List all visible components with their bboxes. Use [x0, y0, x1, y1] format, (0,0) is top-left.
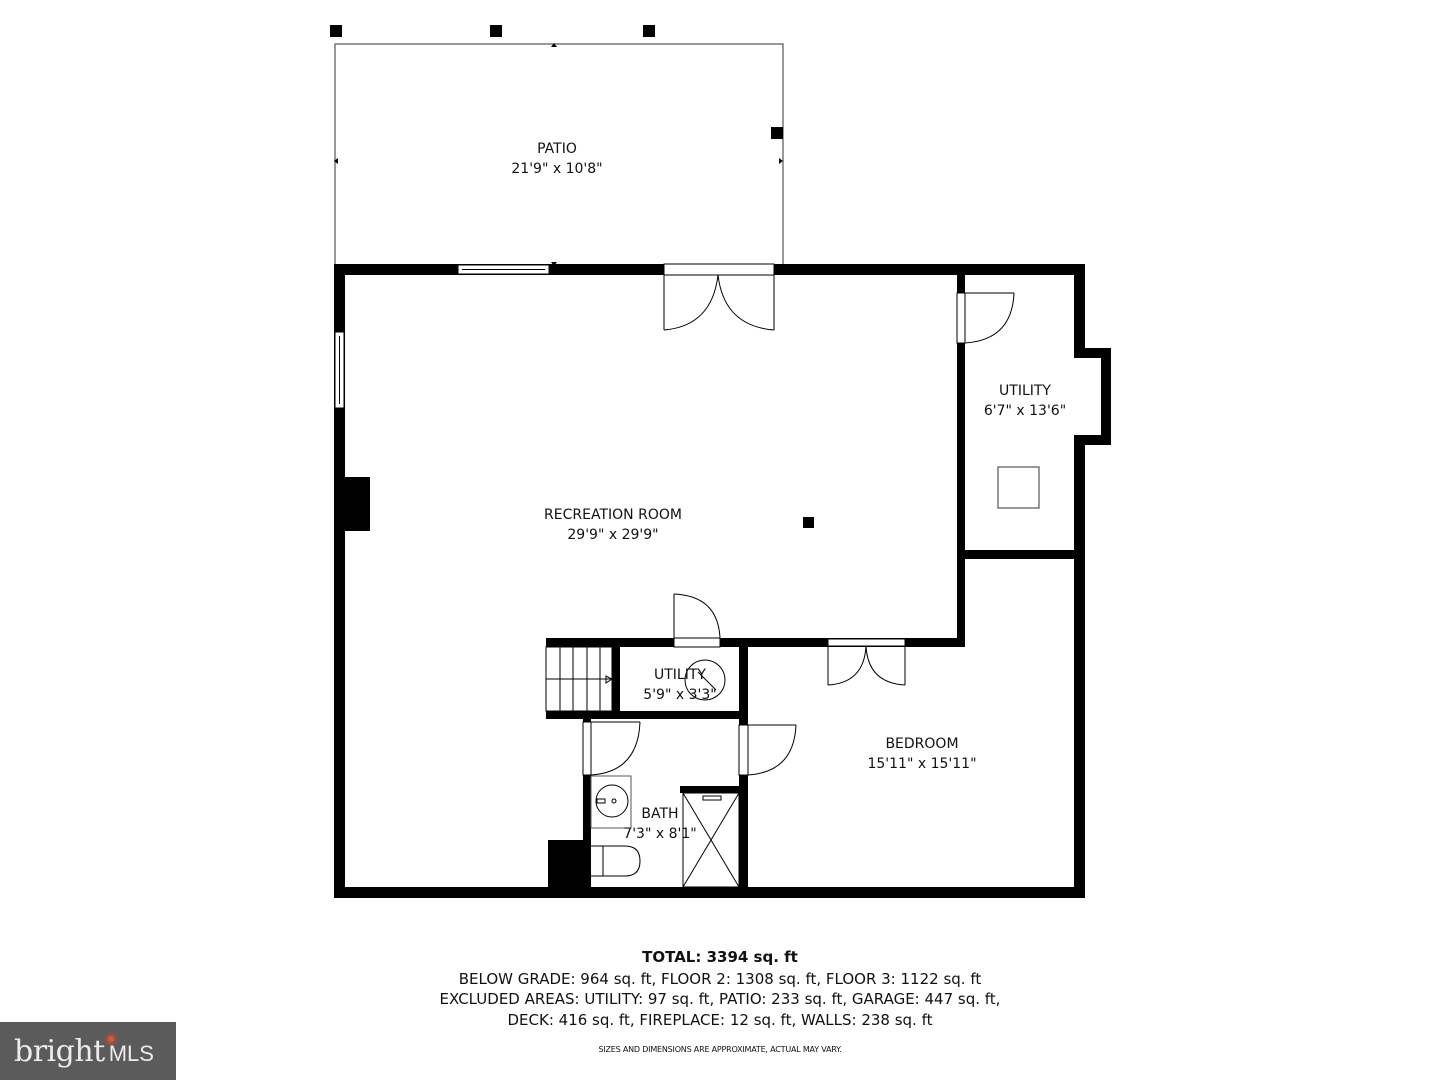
- exterior-walls: [334, 264, 1111, 898]
- room-name: BATH: [641, 806, 679, 822]
- room-name: PATIO: [537, 141, 577, 157]
- floor-areas: BELOW GRADE: 964 sq. ft, FLOOR 2: 1308 s…: [458, 970, 982, 988]
- utility-large-walls: [957, 264, 1085, 645]
- room-dimensions: 29'9" x 29'9": [567, 527, 659, 543]
- disclaimer: SIZES AND DIMENSIONS ARE APPROXIMATE, AC…: [598, 1045, 842, 1054]
- bath-door: [582, 721, 641, 776]
- room-dimensions: 15'11" x 15'11": [867, 756, 977, 772]
- room-label-recreation-room: RECREATION ROOM 29'9" x 29'9": [544, 505, 682, 545]
- logo-spark-icon: [108, 1036, 114, 1042]
- furnace-icon: [997, 466, 1040, 509]
- room-name: UTILITY: [999, 383, 1051, 399]
- room-label-bedroom: BEDROOM 15'11" x 15'11": [867, 734, 976, 774]
- logo-brand: bright: [14, 1033, 105, 1069]
- room-dimensions: 6'7" x 13'6": [983, 403, 1067, 419]
- shower: [682, 792, 740, 888]
- wall-openings: [334, 263, 775, 409]
- total-area: TOTAL: 3394 sq. ft: [642, 948, 798, 966]
- room-label-bath: BATH 7'3" x 8'1": [623, 804, 696, 844]
- room-label-utility-small: UTILITY 5'9" x 3'3": [643, 665, 716, 705]
- room-dimensions: 7'3" x 8'1": [623, 826, 697, 842]
- room-dimensions: 5'9" x 3'3": [643, 687, 717, 703]
- logo-suffix: MLS: [108, 1041, 154, 1066]
- water-heater-icon: [684, 659, 726, 701]
- room-label-utility-large: UTILITY 6'7" x 13'6": [984, 381, 1066, 421]
- bedroom-door: [738, 724, 797, 776]
- room-name: UTILITY: [654, 667, 706, 683]
- room-name: BEDROOM: [885, 736, 959, 752]
- bath-fixtures: [590, 775, 641, 877]
- double-door-patio: [663, 274, 775, 331]
- room-name: RECREATION ROOM: [544, 507, 682, 523]
- room-dimensions: 21'9" x 10'8": [511, 161, 603, 177]
- bedroom-closet-doors: [827, 638, 906, 686]
- stairs: [545, 646, 613, 712]
- excluded-areas-line-2: DECK: 416 sq. ft, FIREPLACE: 12 sq. ft, …: [507, 1011, 933, 1029]
- excluded-areas-line-1: EXCLUDED AREAS: UTILITY: 97 sq. ft, PATI…: [439, 990, 1001, 1008]
- room-label-patio: PATIO 21'9" x 10'8": [511, 139, 602, 179]
- utility-small-door: [673, 593, 721, 648]
- utility-large-door: [956, 292, 1015, 344]
- bright-mls-logo: bright MLS: [0, 1022, 176, 1080]
